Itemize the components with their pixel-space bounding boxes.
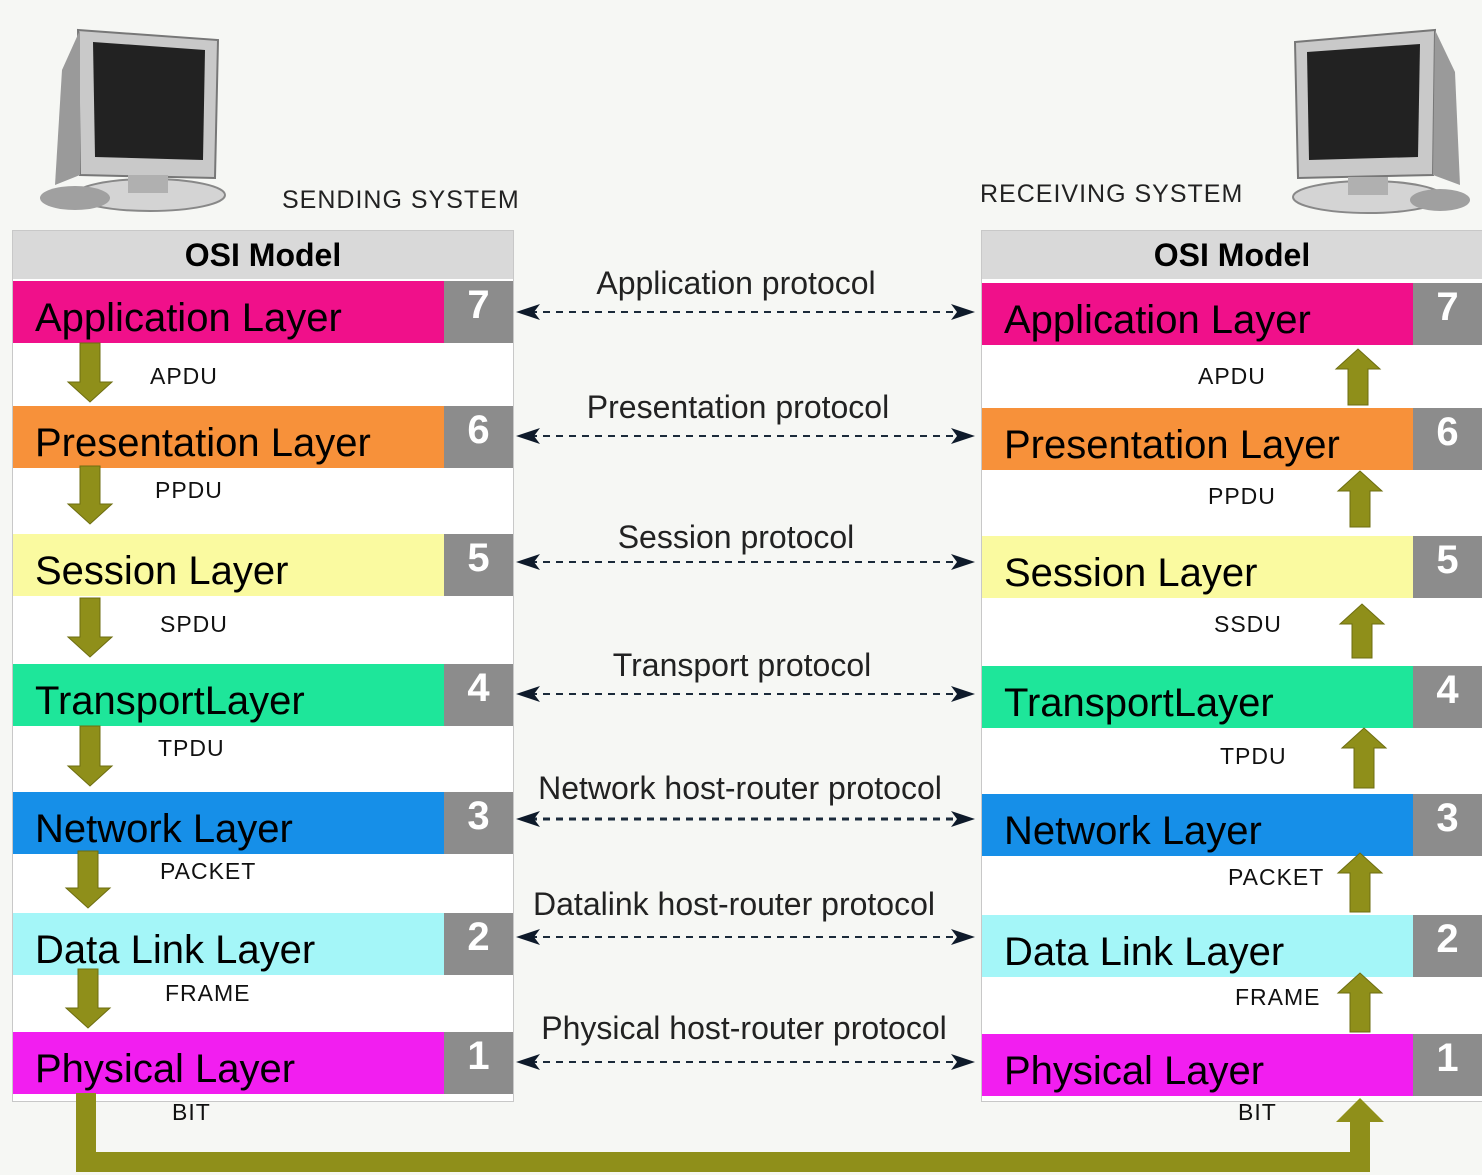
layer-number: 4 xyxy=(1413,666,1482,728)
arrow-right-icon xyxy=(951,686,975,702)
layer-name: Physical Layer xyxy=(982,1034,1413,1096)
layer-number: 7 xyxy=(1413,283,1482,345)
arrow-left-icon xyxy=(516,811,540,827)
receiving-pdu-label: FRAME xyxy=(1235,984,1321,1010)
sending-pdu-label: PPDU xyxy=(155,477,223,503)
layer-number: 3 xyxy=(444,792,513,854)
arrow-right-icon xyxy=(951,428,975,444)
receiving-pdu-label: PACKET xyxy=(1228,864,1325,890)
arrow-left-icon xyxy=(516,554,540,570)
layer-name: Data Link Layer xyxy=(982,915,1413,977)
protocol-label-datalink: Datalink host-router protocol xyxy=(533,886,935,922)
physical-medium-label: PHYSICAL MEDIUM FOR INTERCONNECTION xyxy=(464,1147,997,1173)
layer-name: Application Layer xyxy=(13,281,444,343)
receiving-pdu-label: BIT xyxy=(1238,1099,1277,1125)
layer-name: Session Layer xyxy=(982,536,1413,598)
arrow-left-icon xyxy=(516,428,540,444)
layer-name: Application Layer xyxy=(982,283,1413,345)
layer-name: Presentation Layer xyxy=(982,408,1413,470)
receiving-pdu-label: APDU xyxy=(1198,363,1266,389)
layer-number: 3 xyxy=(1413,794,1482,856)
layer-number: 4 xyxy=(444,664,513,726)
layer-number: 2 xyxy=(444,913,513,975)
arrow-right-icon xyxy=(951,1054,975,1070)
protocol-label-network: Network host-router protocol xyxy=(538,770,942,806)
arrow-left-icon xyxy=(516,686,540,702)
protocol-label-session: Session protocol xyxy=(617,519,855,555)
protocol-label-transport: Transport protocol xyxy=(612,647,872,683)
sending-pdu-label: PACKET xyxy=(160,858,257,884)
layer-number: 7 xyxy=(444,281,513,343)
layer-number: 5 xyxy=(444,534,513,596)
sending-pdu-label: FRAME xyxy=(165,980,251,1006)
protocol-label-presentation: Presentation protocol xyxy=(586,389,890,425)
layer-name: TransportLayer xyxy=(982,666,1413,728)
layer-number: 6 xyxy=(1413,408,1482,470)
arrow-right-icon xyxy=(951,554,975,570)
sending-pdu-label: BIT xyxy=(172,1099,211,1125)
sending-osi-header: OSI Model xyxy=(13,231,513,279)
arrow-left-icon xyxy=(516,1054,540,1070)
layer-number: 6 xyxy=(444,406,513,468)
receiving-system-label: RECEIVING SYSTEM xyxy=(980,180,1244,208)
receiving-osi-header: OSI Model xyxy=(982,231,1482,279)
layer-name: Presentation Layer xyxy=(13,406,444,468)
sending-pdu-label: TPDU xyxy=(158,735,225,761)
receiving-pdu-label: PPDU xyxy=(1208,483,1276,509)
layer-name: Network Layer xyxy=(982,794,1413,856)
layer-name: TransportLayer xyxy=(13,664,444,726)
layer-number: 1 xyxy=(1413,1034,1482,1096)
arrow-right-icon xyxy=(951,811,975,827)
arrow-left-icon xyxy=(516,929,540,945)
arrow-left-icon xyxy=(516,304,540,320)
layer-name: Network Layer xyxy=(13,792,444,854)
sending-pdu-label: APDU xyxy=(150,363,218,389)
layer-name: Data Link Layer xyxy=(13,913,444,975)
layer-name: Physical Layer xyxy=(13,1032,444,1094)
layer-number: 2 xyxy=(1413,915,1482,977)
receiving-pdu-label: TPDU xyxy=(1220,743,1287,769)
sending-pdu-label: SPDU xyxy=(160,611,228,637)
arrow-right-icon xyxy=(951,304,975,320)
receiving-pdu-label: SSDU xyxy=(1214,611,1282,637)
protocol-label-application: Application protocol xyxy=(596,265,876,301)
layer-number: 5 xyxy=(1413,536,1482,598)
arrow-right-icon xyxy=(951,929,975,945)
layer-number: 1 xyxy=(444,1032,513,1094)
protocol-label-physical: Physical host-router protocol xyxy=(541,1010,947,1046)
sending-system-label: SENDING SYSTEM xyxy=(282,186,520,214)
layer-name: Session Layer xyxy=(13,534,444,596)
